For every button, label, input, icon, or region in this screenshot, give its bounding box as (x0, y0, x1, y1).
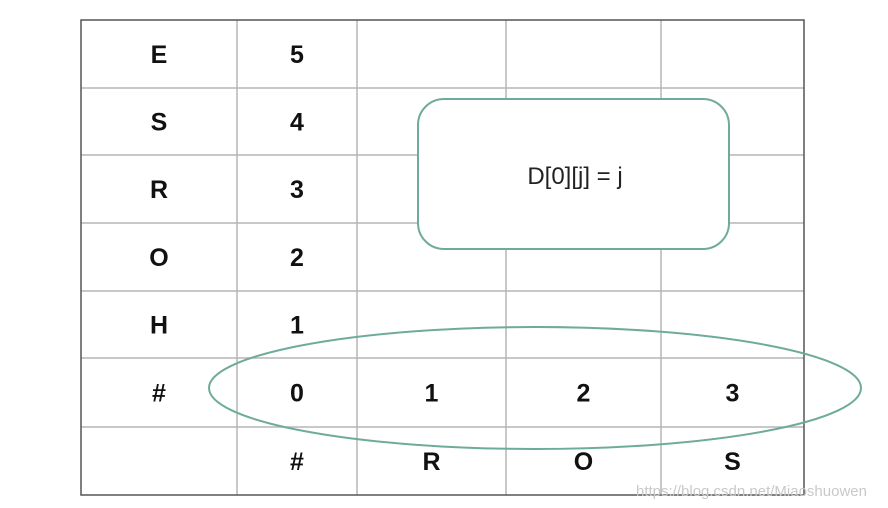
table-cell: 2 (290, 244, 304, 272)
formula-callout: D[0][j] = j (417, 98, 730, 250)
table-border (80, 19, 805, 496)
table-cell: R (422, 448, 440, 476)
formula-callout-box (417, 98, 730, 250)
table-cell: # (152, 380, 166, 408)
table-cell: 3 (726, 380, 740, 408)
table-cell: 1 (425, 380, 439, 408)
table-cell: # (290, 448, 304, 476)
table-cell: 0 (290, 380, 304, 408)
table-cell: E (151, 41, 168, 69)
table-cell: R (150, 176, 168, 204)
table-cell: O (149, 244, 168, 272)
table-cell: 1 (290, 312, 304, 340)
table-cell: H (150, 312, 168, 340)
table-cell: 3 (290, 176, 304, 204)
table-cell: S (724, 448, 741, 476)
table-cell: 2 (577, 380, 591, 408)
watermark: https://blog.csdn.net/Miaoshuowen (636, 483, 867, 500)
row-zero-highlight-ellipse (208, 326, 862, 450)
table-cell: 4 (290, 109, 304, 137)
table-cell: O (574, 448, 593, 476)
table-cell: 5 (290, 41, 304, 69)
table-cell: S (151, 109, 168, 137)
table-grid-lines (80, 19, 805, 496)
formula-callout-text: D[0][j] = j (527, 163, 622, 190)
